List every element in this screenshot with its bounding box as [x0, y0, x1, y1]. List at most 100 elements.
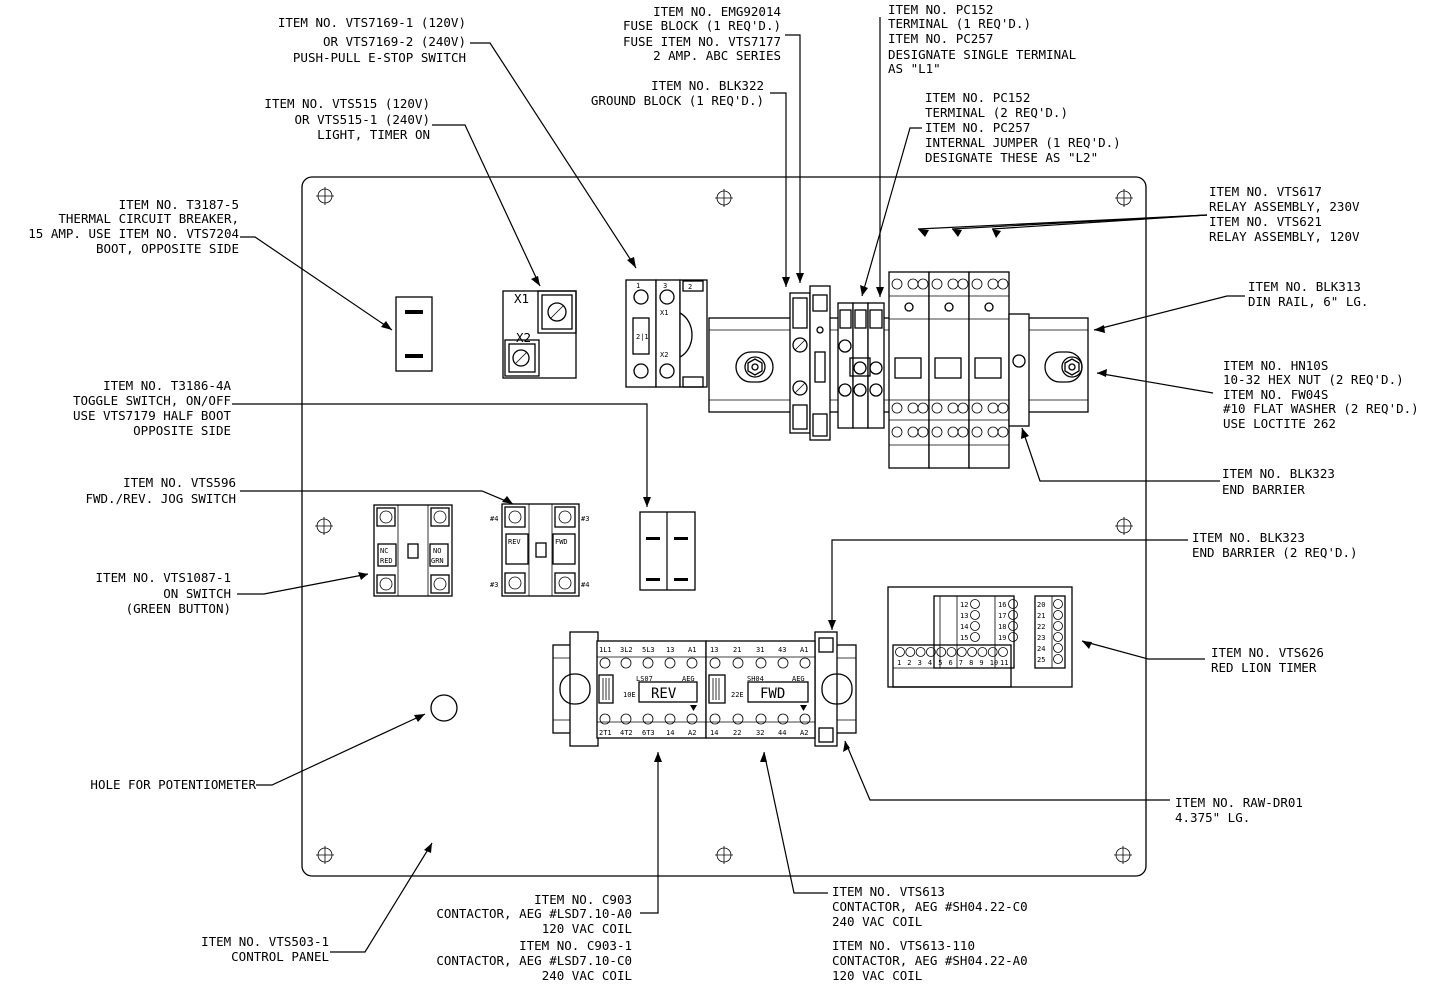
svg-text:ITEM NO. VTS621: ITEM NO. VTS621: [1209, 214, 1322, 229]
jog-rev-label: REV: [508, 538, 521, 546]
rev-bottom-4: 14: [666, 729, 674, 737]
timer-terminal-label: 19: [998, 634, 1006, 642]
fuse-block: [809, 285, 831, 441]
rev-label: REV: [651, 686, 677, 702]
callout-din-rail: ITEM NO. BLK313 DIN RAIL, 6" LG.: [1248, 279, 1368, 309]
timer-terminal-circle: [1053, 599, 1063, 609]
relay-assembly: [888, 271, 1030, 469]
svg-text:FUSE ITEM NO. VTS7177: FUSE ITEM NO. VTS7177: [623, 34, 781, 49]
svg-text:ITEM NO. C903: ITEM NO. C903: [534, 892, 632, 907]
timer-on-light: X1 X2: [502, 290, 577, 379]
timer-terminal-label: 21: [1037, 612, 1045, 620]
control-panel-plate: [301, 176, 1147, 877]
svg-text:ITEM NO. VTS503-1: ITEM NO. VTS503-1: [201, 934, 329, 949]
fwd-top-2: 21: [733, 646, 741, 654]
svg-text:PUSH-PULL E-STOP SWITCH: PUSH-PULL E-STOP SWITCH: [293, 50, 466, 65]
svg-text:ITEM NO. VTS1087-1: ITEM NO. VTS1087-1: [96, 570, 231, 585]
fwd-top-5: A1: [800, 646, 808, 654]
rev-top-1: 1L1: [599, 646, 612, 654]
svg-text:INTERNAL JUMPER (1 REQ'D.): INTERNAL JUMPER (1 REQ'D.): [925, 135, 1121, 150]
timer-terminal-label: 23: [1037, 634, 1045, 642]
svg-text:USE VTS7179 HALF BOOT: USE VTS7179 HALF BOOT: [73, 408, 232, 423]
svg-text:OPPOSITE SIDE: OPPOSITE SIDE: [133, 423, 231, 438]
timer-terminal-label: 17: [998, 612, 1006, 620]
leader-lines: [232, 17, 1245, 953]
contactor-fwd: 13 21 31 43 A1 14 22 32 44 A2 SH04 AEG 2…: [705, 640, 816, 739]
svg-text:THERMAL CIRCUIT BREAKER,: THERMAL CIRCUIT BREAKER,: [58, 211, 239, 226]
timer-terminal-circle: [987, 647, 998, 657]
timer-terminal-label: 14: [960, 623, 968, 631]
svg-text:4.375" LG.: 4.375" LG.: [1175, 810, 1250, 825]
jog-pin-3-top: #3: [581, 515, 589, 523]
svg-text:END BARRIER: END BARRIER: [1222, 482, 1305, 497]
timer-terminal-circle: [956, 647, 967, 657]
svg-text:#10 FLAT WASHER (2 REQ'D.): #10 FLAT WASHER (2 REQ'D.): [1223, 401, 1419, 416]
timer-terminal-circle: [926, 647, 936, 657]
timer-terminal-label: 10: [990, 659, 998, 667]
timer-terminal-circle: [1053, 621, 1063, 631]
rev-brand: AEG: [682, 675, 695, 683]
svg-text:ITEM NO. VTS613: ITEM NO. VTS613: [832, 884, 945, 899]
timer-terminal-circle: [1053, 654, 1063, 664]
mounting-hole-markers: [315, 187, 1133, 864]
svg-text:CONTACTOR, AEG #LSD7.10-A0: CONTACTOR, AEG #LSD7.10-A0: [436, 906, 632, 921]
timer-terminal-label: 12: [960, 601, 968, 609]
callout-ground-block: ITEM NO. BLK322 GROUND BLOCK (1 REQ'D.): [591, 78, 764, 108]
timer-terminal-label: 22: [1037, 623, 1045, 631]
timer-terminal-label: 1: [897, 659, 901, 667]
timer-terminal-circle: [905, 647, 916, 657]
callout-vts613-110: ITEM NO. VTS613-110 CONTACTOR, AEG #SH04…: [832, 938, 1028, 983]
callout-terminal-l1: ITEM NO. PC152 TERMINAL (1 REQ'D.) ITEM …: [888, 2, 1076, 76]
fwd-top-1: 13: [710, 646, 718, 654]
callout-light: ITEM NO. VTS515 (120V) OR VTS515-1 (240V…: [264, 96, 430, 142]
svg-text:CONTACTOR, AEG #SH04.22-A0: CONTACTOR, AEG #SH04.22-A0: [832, 953, 1028, 968]
svg-text:ITEM NO. C903-1: ITEM NO. C903-1: [519, 938, 632, 953]
timer-terminal-circle: [977, 647, 988, 657]
svg-text:ITEM NO. PC257: ITEM NO. PC257: [888, 31, 993, 46]
timer-terminal-circle: [1008, 621, 1018, 631]
svg-text:CONTACTOR, AEG #LSD7.10-C0: CONTACTOR, AEG #LSD7.10-C0: [436, 953, 632, 968]
callout-on-switch: ITEM NO. VTS1087-1 ON SWITCH (GREEN BUTT…: [96, 570, 231, 616]
timer-terminal-label: 9: [979, 659, 983, 667]
svg-text:ITEM NO. VTS596: ITEM NO. VTS596: [123, 475, 236, 490]
jog-pin-4-top: #4: [490, 515, 498, 523]
callout-c903: ITEM NO. C903 CONTACTOR, AEG #LSD7.10-A0…: [436, 892, 632, 936]
timer-terminal-label: 18: [998, 623, 1006, 631]
svg-text:TOGGLE SWITCH, ON/OFF: TOGGLE SWITCH, ON/OFF: [73, 393, 231, 408]
rev-top-4: 13: [666, 646, 674, 654]
fwd-rev-jog-switch: REV FWD #4 #3 #3 #4: [490, 503, 589, 597]
callout-jog: ITEM NO. VTS596 FWD./REV. JOG SWITCH: [85, 475, 236, 506]
fwd-top-4: 43: [778, 646, 786, 654]
jog-fwd-label: FWD: [555, 538, 568, 546]
on-switch-green-button: NC RED NO GRN: [373, 504, 453, 597]
svg-text:ITEM NO. PC257: ITEM NO. PC257: [925, 120, 1030, 135]
timer-terminal-label: 4: [928, 659, 932, 667]
fwd-bottom-2: 22: [733, 729, 741, 737]
timer-terminal-label: 7: [959, 659, 963, 667]
svg-text:ITEM NO. BLK323: ITEM NO. BLK323: [1192, 530, 1305, 545]
timer-terminal-circle: [1053, 632, 1063, 642]
thermal-circuit-breaker: [395, 296, 433, 372]
timer-terminal-circle: [967, 647, 977, 657]
svg-text:ITEM NO. T3186-4A: ITEM NO. T3186-4A: [103, 378, 231, 393]
svg-text:ON SWITCH: ON SWITCH: [163, 586, 231, 601]
svg-text:ITEM NO. T3187-5: ITEM NO. T3187-5: [119, 197, 239, 212]
on-switch-no-label: NO: [433, 547, 441, 555]
callout-terminal-l2: ITEM NO. PC152 TERMINAL (2 REQ'D.) ITEM …: [925, 90, 1121, 165]
fwd-brand: AEG: [792, 675, 805, 683]
estop-switch: 1 3 2 X1 X2 2|1: [625, 279, 708, 388]
rev-bottom-5: A2: [688, 729, 696, 737]
svg-text:FWD./REV. JOG SWITCH: FWD./REV. JOG SWITCH: [85, 491, 236, 506]
callout-vts613: ITEM NO. VTS613 CONTACTOR, AEG #SH04.22-…: [832, 884, 1028, 929]
svg-text:ITEM NO. VTS515 (120V): ITEM NO. VTS515 (120V): [264, 96, 430, 111]
svg-text:ITEM NO. VTS7169-1 (120V): ITEM NO. VTS7169-1 (120V): [278, 15, 466, 30]
timer-terminal-circle: [970, 632, 980, 642]
fwd-top-3: 31: [756, 646, 764, 654]
svg-text:DIN RAIL, 6" LG.: DIN RAIL, 6" LG.: [1248, 294, 1368, 309]
rev-bottom-3: 6T3: [642, 729, 655, 737]
timer-terminal-label: 24: [1037, 645, 1045, 653]
svg-text:END BARRIER (2 REQ'D.): END BARRIER (2 REQ'D.): [1192, 545, 1358, 560]
timer-terminal-circle: [1008, 610, 1018, 620]
callout-relay: ITEM NO. VTS617 RELAY ASSEMBLY, 230V ITE…: [1209, 184, 1360, 244]
